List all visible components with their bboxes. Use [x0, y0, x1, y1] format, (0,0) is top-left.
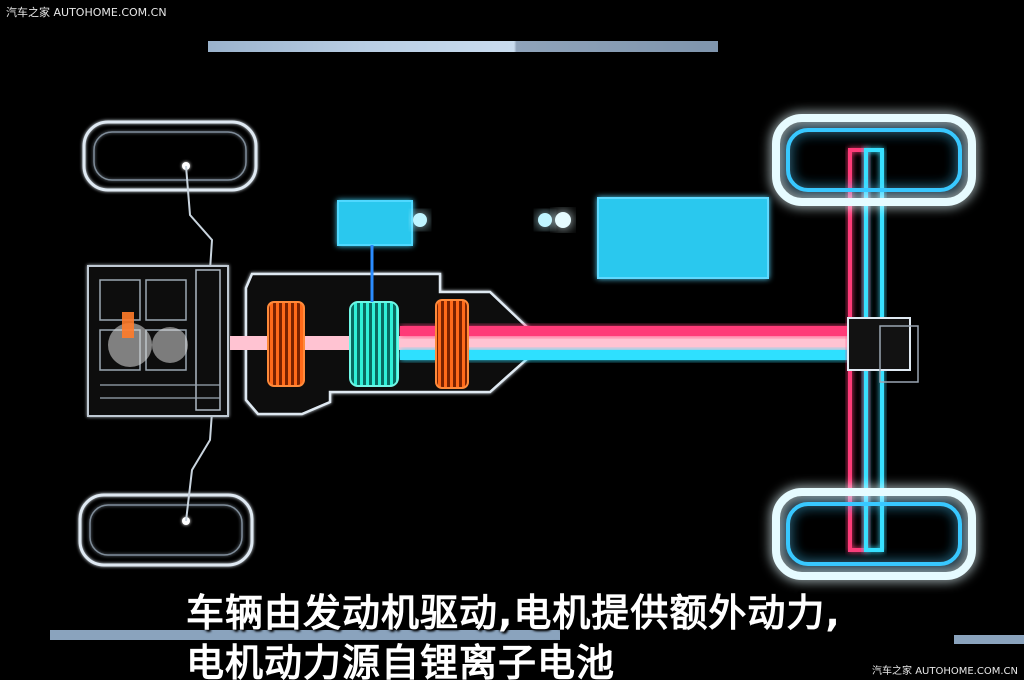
energy-node-1 — [413, 213, 427, 227]
engine-block-icon — [87, 265, 229, 417]
watermark-top: 汽车之家 AUTOHOME.COM.CN — [6, 6, 167, 19]
rear-differential-housing — [879, 325, 919, 383]
watermark-bottom: 汽车之家 AUTOHOME.COM.CN — [872, 666, 1018, 677]
engine-power-flow — [400, 326, 850, 336]
front-lower-link — [185, 411, 213, 522]
clutch-2-icon — [435, 299, 469, 389]
engine-shaft — [230, 336, 850, 350]
rear-lower-wheel-icon — [772, 488, 976, 580]
lithium-ion-battery-icon — [597, 197, 769, 279]
rear-upper-wheel-icon — [772, 114, 976, 206]
front-right-wheel-icon — [78, 493, 254, 567]
progress-bar-top — [208, 41, 718, 52]
electric-motor-icon — [349, 301, 399, 387]
energy-node-2 — [538, 213, 552, 227]
subtitle-line-1: 车辆由发动机驱动,电机提供额外动力, — [186, 591, 841, 635]
subtitle-line-2: 电机动力源自锂离子电池 — [186, 641, 616, 680]
progress-bar-bottom-left — [50, 630, 560, 640]
clutch-icon — [267, 301, 305, 387]
front-upper-link — [185, 165, 214, 271]
progress-bar-bottom-right — [954, 635, 1024, 644]
electric-power-flow — [400, 350, 850, 360]
inverter-icon — [337, 200, 413, 246]
energy-node-3 — [555, 212, 571, 228]
front-left-wheel-icon — [82, 120, 258, 192]
